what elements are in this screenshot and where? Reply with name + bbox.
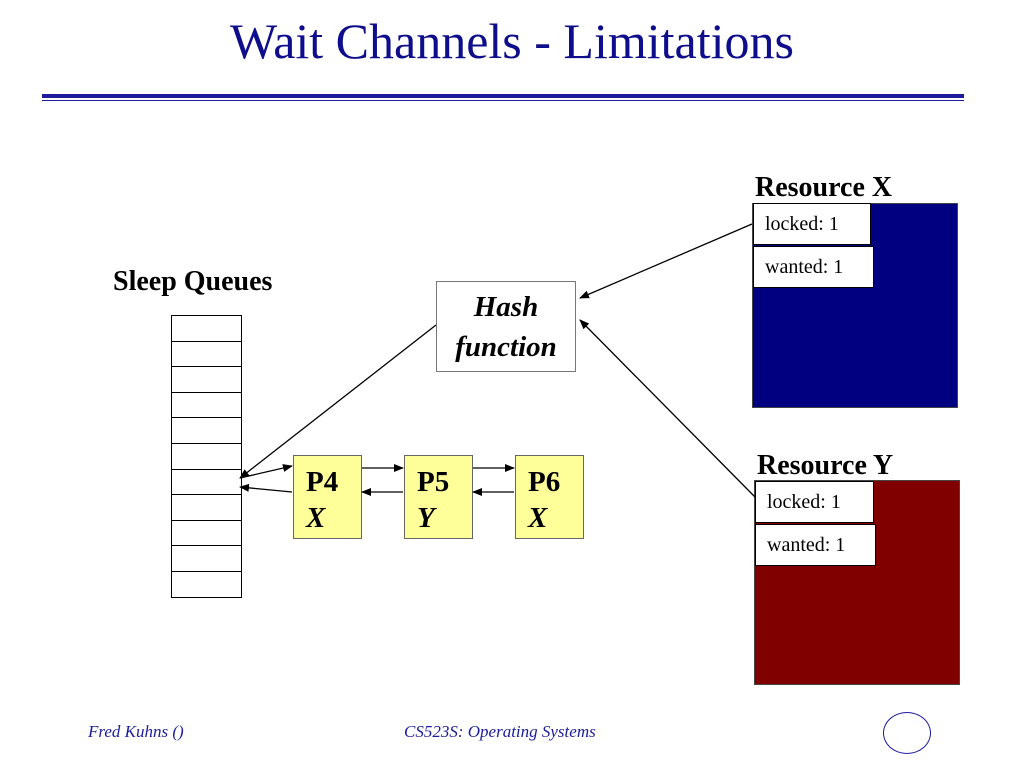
sleep-queue-table: [171, 315, 242, 598]
hash-box-line2: function: [455, 330, 557, 363]
footer-author: Fred Kuhns (): [88, 722, 184, 741]
queue-slot: [172, 342, 241, 368]
queue-slot: [172, 521, 241, 547]
resource-y-wanted: wanted: 1: [755, 524, 876, 566]
arrow-resource-x-to-hash: [579, 223, 753, 299]
queue-slot: [172, 546, 241, 572]
arrow-queue-to-p4: [239, 464, 293, 479]
process-name: P5: [417, 466, 450, 498]
title-divider-thin: [42, 100, 964, 101]
resource-x-locked: locked: 1: [753, 203, 871, 245]
queue-slot: [172, 470, 241, 496]
process-name: P4: [306, 466, 339, 498]
process-name: P6: [528, 466, 561, 498]
footer-course: CS523S: Operating Systems: [404, 722, 596, 741]
resource-x-heading: Resource X: [755, 172, 893, 203]
process-resource: Y: [417, 502, 435, 534]
hash-box-line1: Hash: [473, 290, 539, 323]
process-p5: P5 Y: [404, 455, 473, 539]
resource-y-locked: locked: 1: [755, 481, 874, 523]
slide-title: Wait Channels - Limitations: [230, 13, 794, 69]
hash-function-box: Hash function: [436, 281, 576, 372]
process-resource: X: [306, 502, 326, 534]
resource-x-wanted: wanted: 1: [753, 246, 874, 288]
arrow-p4-to-queue: [239, 483, 293, 493]
queue-slot: [172, 444, 241, 470]
logo-circle-icon: [883, 712, 931, 754]
process-p6: P6 X: [515, 455, 584, 539]
arrow-hash-to-queue: [239, 324, 437, 479]
queue-slot: [172, 393, 241, 419]
resource-y-heading: Resource Y: [757, 450, 894, 481]
process-p4: P4 X: [293, 455, 362, 539]
queue-slot: [172, 572, 241, 598]
process-resource: X: [528, 502, 548, 534]
queue-slot: [172, 367, 241, 393]
queue-slot: [172, 495, 241, 521]
queue-slot: [172, 316, 241, 342]
queue-slot: [172, 418, 241, 444]
sleep-queues-heading: Sleep Queues: [113, 266, 273, 297]
arrow-resource-y-to-hash: [579, 319, 756, 498]
title-divider: [42, 94, 964, 98]
